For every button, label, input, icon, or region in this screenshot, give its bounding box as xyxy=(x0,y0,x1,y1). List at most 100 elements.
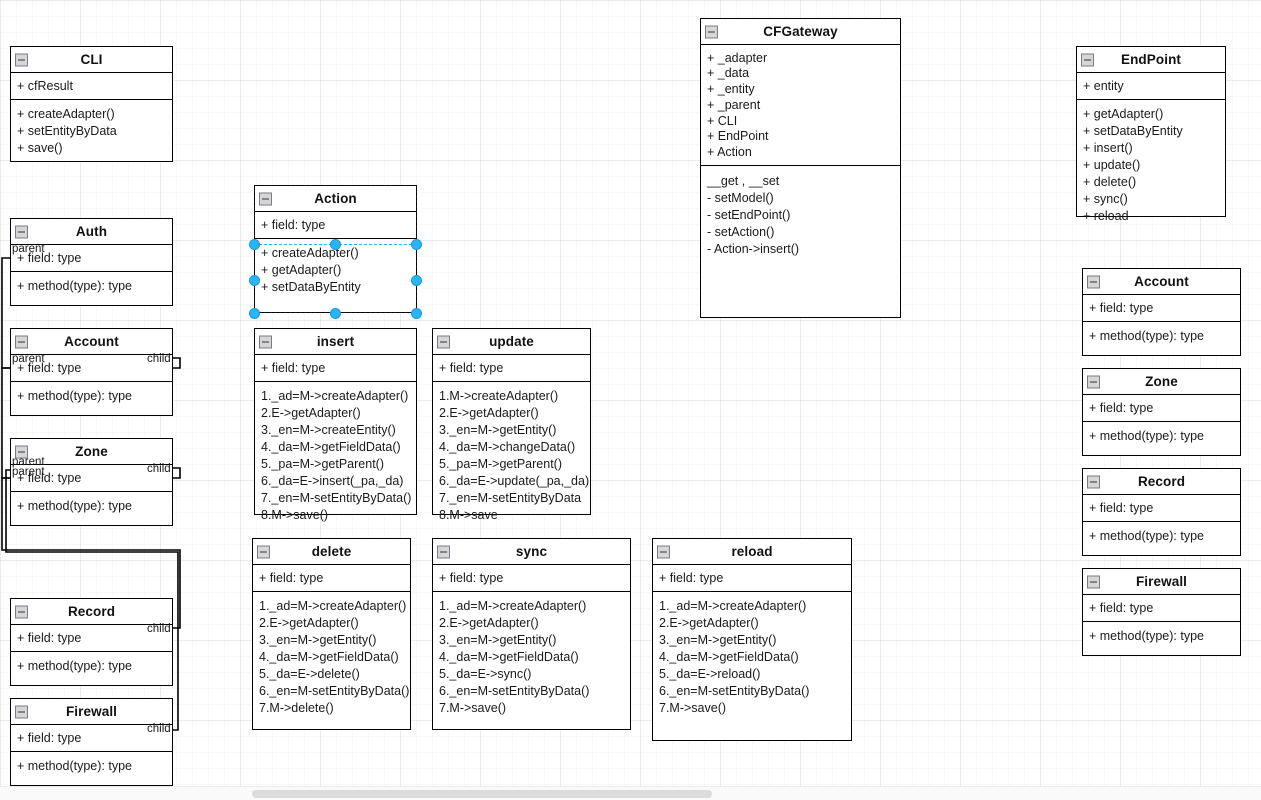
operation-row: 3._en=M->getEntity() xyxy=(439,633,557,648)
collapse-minus-icon[interactable] xyxy=(437,335,450,348)
attributes-compartment-reload: + field: type xyxy=(653,565,851,592)
attribute-row: + field: type xyxy=(259,570,324,585)
collapse-minus-icon[interactable] xyxy=(1087,575,1100,588)
class-header-account-right[interactable]: Account xyxy=(1083,269,1240,295)
attributes-compartment-insert: + field: type xyxy=(255,355,416,382)
class-header-firewall-right[interactable]: Firewall xyxy=(1083,569,1240,595)
collapse-minus-icon[interactable] xyxy=(1081,53,1094,66)
attribute-row: + field: type xyxy=(17,360,82,375)
attributes-compartment-sync: + field: type xyxy=(433,565,630,592)
collapse-minus-icon[interactable] xyxy=(257,545,270,558)
class-name: update xyxy=(489,333,534,349)
collapse-minus-icon[interactable] xyxy=(437,545,450,558)
class-header-cfgateway[interactable]: CFGateway xyxy=(701,19,900,45)
attribute-row: + _adapter xyxy=(707,50,768,65)
attribute-row: + field: type xyxy=(261,360,326,375)
operation-row: + method(type): type xyxy=(17,499,132,514)
operation-row: + getAdapter() xyxy=(1083,107,1164,122)
uml-class-action[interactable]: Action+ field: type+ createAdapter()+ ge… xyxy=(254,185,417,313)
collapse-minus-icon[interactable] xyxy=(1087,275,1100,288)
class-header-sync[interactable]: sync xyxy=(433,539,630,565)
collapse-minus-icon[interactable] xyxy=(15,445,28,458)
uml-class-zone-right[interactable]: Zone+ field: type+ method(type): type xyxy=(1082,368,1241,456)
operation-row: 7.M->save() xyxy=(659,701,727,716)
class-name: reload xyxy=(731,543,773,559)
collapse-minus-icon[interactable] xyxy=(15,335,28,348)
operation-row: 3._en=M->getEntity() xyxy=(259,633,377,648)
operation-row: 7.M->save() xyxy=(439,701,507,716)
attribute-row: + _entity xyxy=(707,82,755,96)
uml-class-auth[interactable]: Auth+ field: type+ method(type): type xyxy=(10,218,173,306)
collapse-minus-icon[interactable] xyxy=(15,705,28,718)
operation-row: + method(type): type xyxy=(17,759,132,774)
uml-class-record-left[interactable]: Record+ field: type+ method(type): type xyxy=(10,598,173,686)
operation-row: 4._da=M->getFieldData() xyxy=(439,650,579,665)
class-name: Firewall xyxy=(65,703,118,719)
uml-class-endpoint[interactable]: EndPoint+ entity+ getAdapter()+ setDataB… xyxy=(1076,46,1226,223)
operation-row: + createAdapter() xyxy=(17,107,115,122)
class-header-action[interactable]: Action xyxy=(255,186,416,212)
horizontal-scrollbar[interactable] xyxy=(0,786,1261,800)
class-name: insert xyxy=(316,333,355,349)
operation-row: 3._en=M->getEntity() xyxy=(659,633,777,648)
collapse-minus-icon[interactable] xyxy=(15,605,28,618)
uml-class-firewall-right[interactable]: Firewall+ field: type+ method(type): typ… xyxy=(1082,568,1241,656)
class-name: Auth xyxy=(75,223,108,239)
operation-row: 1.M->createAdapter() xyxy=(439,389,559,404)
uml-class-delete[interactable]: delete + field: type 1._ad=M->createAdapte… xyxy=(252,538,411,730)
attribute-row: + _parent xyxy=(707,97,761,112)
operation-row: 7._en=M-setEntityByData() xyxy=(261,491,412,506)
uml-class-firewall-left[interactable]: Firewall+ field: type+ method(type): typ… xyxy=(10,698,173,786)
class-header-record-left[interactable]: Record xyxy=(11,599,172,625)
class-header-endpoint[interactable]: EndPoint xyxy=(1077,47,1225,73)
operations-compartment-insert: 1._ad=M->createAdapter()2.E->getAdapter(… xyxy=(255,382,416,530)
operation-row: + reload xyxy=(1083,209,1129,224)
class-header-zone-right[interactable]: Zone xyxy=(1083,369,1240,395)
uml-class-record-right[interactable]: Record+ field: type+ method(type): type xyxy=(1082,468,1241,556)
uml-class-account-right[interactable]: Account+ field: type+ method(type): type xyxy=(1082,268,1241,356)
edge-label-firewall-child: child xyxy=(147,723,171,735)
attribute-row: + field: type xyxy=(17,250,82,265)
class-header-account-left[interactable]: Account xyxy=(11,329,172,355)
operations-compartment-zone-left: + method(type): type xyxy=(11,492,172,521)
operation-row: + delete() xyxy=(1083,175,1137,190)
collapse-minus-icon[interactable] xyxy=(15,53,28,66)
class-header-insert[interactable]: insert xyxy=(255,329,416,355)
collapse-minus-icon[interactable] xyxy=(705,25,718,38)
operations-compartment-cfgateway: __get , __set- setModel()- setEndPoint()… xyxy=(701,166,900,263)
operation-row: 5._pa=M->getParent() xyxy=(439,457,562,472)
class-header-zone-left[interactable]: Zone xyxy=(11,439,172,465)
class-header-firewall-left[interactable]: Firewall xyxy=(11,699,172,725)
horizontal-scrollbar-thumb[interactable] xyxy=(252,790,712,798)
uml-class-cfgateway[interactable]: CFGateway+ _adapter+ _data+ _entity+ _pa… xyxy=(700,18,901,318)
class-header-cli[interactable]: CLI xyxy=(11,47,172,73)
class-header-auth[interactable]: Auth xyxy=(11,219,172,245)
uml-class-account-left[interactable]: Account+ field: type+ method(type): type xyxy=(10,328,173,416)
attribute-row: + EndPoint xyxy=(707,129,769,144)
class-header-reload[interactable]: reload xyxy=(653,539,851,565)
operations-compartment-delete: 1._ad=M->createAdapter()2.E->getAdapter(… xyxy=(253,592,410,723)
operation-row: - setModel() xyxy=(707,190,774,205)
operation-row: 5._da=E->sync() xyxy=(439,667,532,682)
uml-class-zone-left[interactable]: Zone+ field: type+ method(type): type xyxy=(10,438,173,526)
collapse-minus-icon[interactable] xyxy=(15,225,28,238)
collapse-minus-icon[interactable] xyxy=(259,192,272,205)
collapse-minus-icon[interactable] xyxy=(1087,475,1100,488)
attribute-row: + entity xyxy=(1083,78,1124,93)
class-header-delete[interactable]: delete xyxy=(253,539,410,565)
collapse-minus-icon[interactable] xyxy=(1087,375,1100,388)
collapse-minus-icon[interactable] xyxy=(259,335,272,348)
operations-compartment-record-right: + method(type): type xyxy=(1083,522,1240,551)
class-name: delete xyxy=(311,543,352,559)
class-header-update[interactable]: update xyxy=(433,329,590,355)
operation-row: - Action->insert() xyxy=(707,241,800,256)
class-header-record-right[interactable]: Record xyxy=(1083,469,1240,495)
collapse-minus-icon[interactable] xyxy=(657,545,670,558)
uml-class-cli[interactable]: CLI+ cfResult+ createAdapter()+ setEntit… xyxy=(10,46,173,162)
operation-row: 7._en=M-setEntityByData xyxy=(439,491,582,506)
